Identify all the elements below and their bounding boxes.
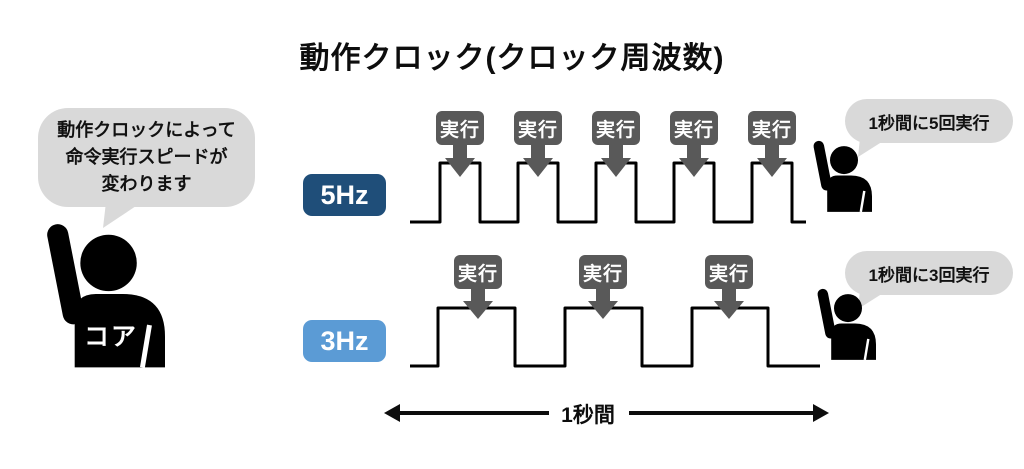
waveform-5hz <box>410 161 806 224</box>
result-bubble-5hz: 1秒間に5回実行 <box>845 99 1013 143</box>
exec-arrow-icon <box>679 144 709 177</box>
person-5hz-icon <box>819 146 872 212</box>
exec-label: 実行 <box>579 255 627 289</box>
freq-badge-3hz: 3Hz <box>303 320 386 362</box>
exec-arrow-icon <box>523 144 553 177</box>
exec-arrow-icons-5hz <box>445 144 787 177</box>
core-speech-bubble: 動作クロックによって 命令実行スピードが 変わります <box>38 108 255 207</box>
exec-arrow-icon <box>714 287 744 319</box>
exec-arrow-icon <box>588 287 618 319</box>
time-span-arrow <box>384 404 829 422</box>
exec-label: 実行 <box>748 111 796 145</box>
core-chest-label: コア <box>83 323 138 351</box>
page-title: 動作クロック(クロック周波数) <box>299 42 725 75</box>
freq-badge-5hz: 5Hz <box>303 174 386 216</box>
core-bubble-tail <box>103 202 142 228</box>
waveform-3hz <box>410 306 820 368</box>
core-speech-line: 動作クロックによって <box>57 120 236 140</box>
exec-label: 実行 <box>436 111 484 145</box>
core-speech-line: 命令実行スピードが <box>65 147 228 167</box>
exec-label: 実行 <box>705 255 753 289</box>
exec-arrow-icon <box>601 144 631 177</box>
core-speech-line: 変わります <box>101 174 192 194</box>
exec-label: 実行 <box>514 111 562 145</box>
exec-label: 実行 <box>670 111 718 145</box>
exec-arrow-icons-3hz <box>463 287 744 319</box>
result-bubble-3hz: 1秒間に3回実行 <box>845 251 1013 295</box>
exec-arrow-icon <box>463 287 493 319</box>
exec-arrow-icon <box>445 144 475 177</box>
arrowhead-left-icon <box>384 404 400 422</box>
exec-arrow-icon <box>757 144 787 177</box>
time-span-label: 1秒間 <box>561 404 615 427</box>
person-3hz-icon <box>823 294 876 360</box>
arrowhead-right-icon <box>813 404 829 422</box>
exec-label: 実行 <box>454 255 502 289</box>
exec-label: 実行 <box>592 111 640 145</box>
